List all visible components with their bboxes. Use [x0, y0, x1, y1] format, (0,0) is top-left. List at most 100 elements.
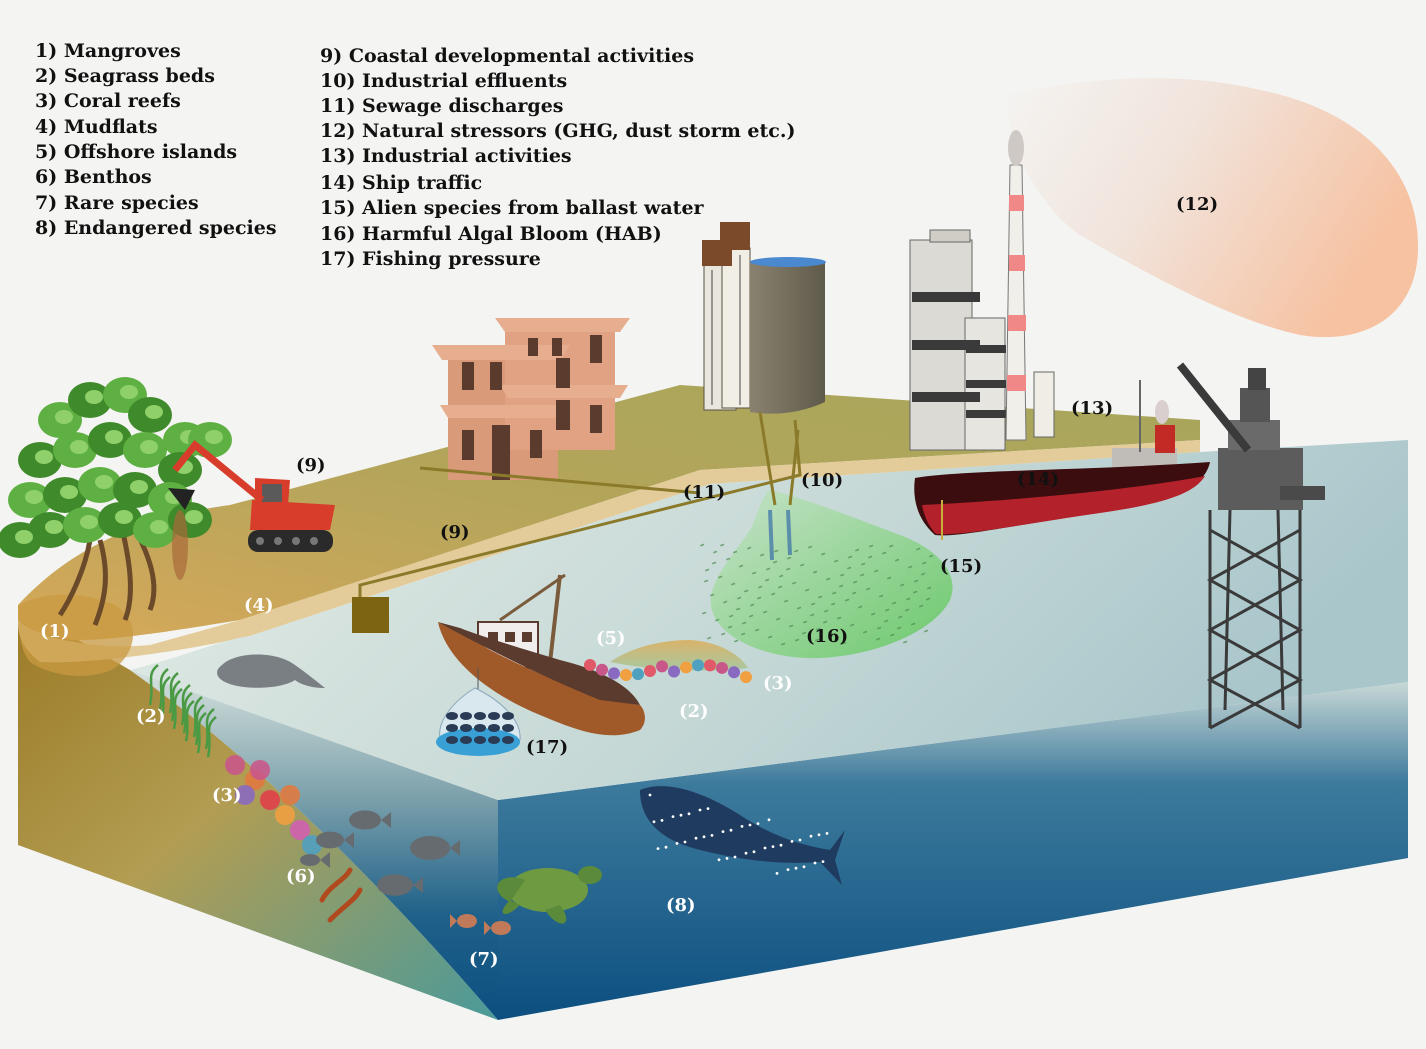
algae-cell	[760, 553, 765, 557]
legend-column-right: 9) Coastal developmental activities 10) …	[320, 45, 795, 270]
algae-cell	[855, 548, 860, 552]
island-coral	[656, 660, 668, 673]
mangrove-leaf-highlight	[45, 520, 63, 534]
algae-cell	[911, 622, 916, 626]
algae-cell	[845, 598, 850, 602]
shark-spot	[721, 830, 725, 833]
shark-spot	[813, 861, 817, 865]
algae-cell	[927, 586, 932, 590]
apartment-building	[432, 318, 630, 480]
coral-colony	[235, 785, 255, 805]
seagrass-blade	[160, 676, 171, 718]
seagrass-blade	[206, 716, 217, 758]
cargo-ship	[914, 380, 1210, 540]
legend-item-ship-traffic: 14) Ship traffic	[320, 172, 482, 194]
algae-cell	[838, 584, 844, 588]
algae-cell	[720, 543, 725, 547]
algae-cell	[722, 600, 728, 604]
algae-cell	[786, 567, 791, 571]
legend-item-industrial-effluents: 10) Industrial effluents	[320, 70, 567, 92]
algae-cell	[751, 571, 757, 575]
algae-cell	[826, 577, 831, 581]
seagrass-blade	[172, 688, 183, 730]
algae-cell	[737, 596, 742, 600]
fishing-boat	[438, 573, 645, 736]
algae-cell	[792, 581, 797, 585]
algae-cell	[734, 639, 739, 643]
label-alien-species: (15)	[940, 556, 982, 577]
algae-cell	[747, 546, 752, 550]
discharge-pipelines	[358, 411, 802, 598]
legend-item-seagrass: 2) Seagrass beds	[35, 65, 215, 87]
algae-cell	[768, 635, 773, 639]
algae-cell	[821, 552, 826, 556]
caught-fish	[474, 736, 486, 744]
algae-cell	[810, 613, 815, 617]
legend-item-industrial-activities: 13) Industrial activities	[320, 145, 572, 167]
coral-colony	[225, 755, 245, 775]
coral-colony	[250, 760, 270, 780]
shark-spot	[710, 834, 714, 837]
algae-cell	[918, 604, 924, 608]
algae-cell	[860, 573, 865, 577]
algae-cell	[748, 614, 754, 618]
algae-cell	[818, 595, 823, 599]
island-coral	[620, 668, 632, 681]
algae-cell	[736, 607, 741, 611]
algae-cell	[707, 636, 712, 640]
label-mangroves: (1)	[40, 621, 70, 642]
mangrove-leaf-highlight	[115, 510, 133, 524]
water-right-face	[498, 682, 1408, 1020]
algae-cell	[832, 591, 837, 595]
shark-spot	[821, 860, 825, 863]
shark-spot	[671, 815, 675, 818]
algae-cell	[886, 576, 892, 580]
fish-tail	[344, 832, 354, 848]
algae-cell	[800, 563, 805, 567]
algae-cell	[881, 551, 887, 555]
algae-cell	[765, 578, 770, 582]
label-algal-bloom: (16)	[806, 626, 848, 647]
algae-cell	[885, 608, 890, 612]
algae-cell	[878, 594, 884, 598]
mangrove-leaf-highlight	[15, 530, 33, 544]
mangrove-leaf-highlight	[85, 390, 103, 404]
seagrass-blade	[148, 664, 159, 706]
excavator	[168, 440, 335, 580]
algae-cell	[907, 565, 913, 569]
algae-cell	[700, 543, 705, 547]
shark-spot	[786, 868, 790, 871]
caught-fish	[502, 712, 514, 720]
algae-cell	[704, 579, 709, 583]
algae-cell	[771, 592, 776, 596]
algae-cell	[897, 626, 902, 630]
algae-cell	[794, 549, 799, 553]
algae-cell	[766, 567, 771, 571]
label-offshore-island: (5)	[596, 628, 626, 649]
caught-fish	[502, 724, 514, 732]
coastal-slope-face	[18, 605, 498, 1020]
legend-item-fishing-pressure: 17) Fishing pressure	[320, 248, 541, 270]
algae-cell	[744, 589, 749, 593]
caught-fish	[460, 724, 472, 732]
algae-cell	[774, 549, 779, 553]
algae-cell	[900, 583, 905, 587]
caught-fish	[488, 724, 500, 732]
algae-cell	[742, 621, 747, 625]
mangrove-leaf-highlight	[130, 480, 148, 494]
seagrass-blade	[192, 696, 203, 738]
algae-cell	[831, 602, 836, 606]
algae-cell	[816, 627, 821, 631]
label-rare-species: (7)	[469, 949, 499, 970]
label-coral-island: (3)	[763, 673, 793, 694]
whale-shark	[640, 786, 845, 885]
label-endangered-species: (8)	[666, 895, 696, 916]
coral-colony	[260, 790, 280, 810]
algae-cell	[784, 599, 789, 603]
algae-cell	[739, 564, 744, 568]
mangrove-leaf-highlight	[205, 430, 223, 444]
algae-cell	[903, 640, 908, 644]
label-seagrass-island: (2)	[679, 701, 709, 722]
coral-reef-left	[225, 755, 322, 855]
algae-cell	[823, 620, 828, 624]
